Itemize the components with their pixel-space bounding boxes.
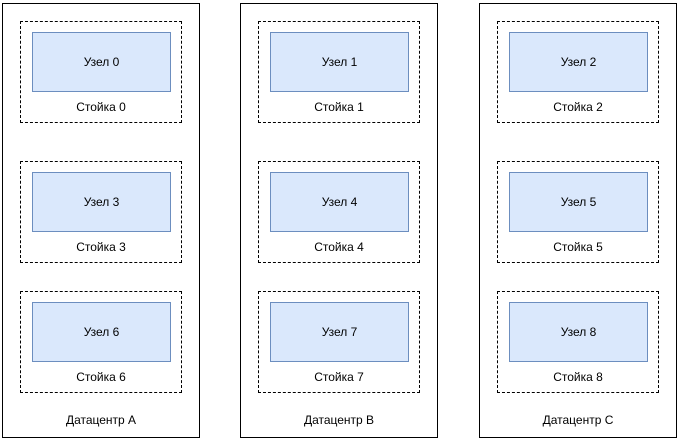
node-label: Узел 4 — [321, 194, 358, 209]
rack-container-3[interactable]: Узел 3 Стойка 3 — [20, 161, 182, 263]
node-label: Узел 8 — [560, 324, 597, 339]
rack-container-5[interactable]: Узел 5 Стойка 5 — [497, 161, 659, 263]
node-box-7[interactable]: Узел 7 — [270, 302, 409, 362]
node-label: Узел 2 — [560, 54, 597, 69]
node-label: Узел 7 — [321, 324, 358, 339]
datacenter-container-b[interactable]: Узел 1 Стойка 1 Узел 4 Стойка 4 Узел 7 С… — [240, 3, 438, 438]
rack-label: Стойка 3 — [76, 240, 126, 254]
rack-container-1[interactable]: Узел 1 Стойка 1 — [258, 21, 420, 123]
rack-container-4[interactable]: Узел 4 Стойка 4 — [258, 161, 420, 263]
node-label: Узел 0 — [83, 54, 120, 69]
rack-label: Стойка 8 — [553, 370, 603, 384]
node-label: Узел 3 — [83, 194, 120, 209]
rack-container-7[interactable]: Узел 7 Стойка 7 — [258, 291, 420, 393]
node-label: Узел 6 — [83, 324, 120, 339]
datacenter-label: Датацентр A — [65, 413, 137, 427]
node-box-3[interactable]: Узел 3 — [32, 172, 171, 232]
rack-label: Стойка 5 — [553, 240, 603, 254]
datacenter-container-c[interactable]: Узел 2 Стойка 2 Узел 5 Стойка 5 Узел 8 С… — [479, 3, 677, 438]
node-box-5[interactable]: Узел 5 — [509, 172, 648, 232]
node-box-6[interactable]: Узел 6 — [32, 302, 171, 362]
rack-container-8[interactable]: Узел 8 Стойка 8 — [497, 291, 659, 393]
node-box-1[interactable]: Узел 1 — [270, 32, 409, 92]
node-box-0[interactable]: Узел 0 — [32, 32, 171, 92]
node-box-4[interactable]: Узел 4 — [270, 172, 409, 232]
datacenter-label: Датацентр C — [542, 413, 614, 427]
rack-container-0[interactable]: Узел 0 Стойка 0 — [20, 21, 182, 123]
rack-label: Стойка 2 — [553, 100, 603, 114]
rack-container-2[interactable]: Узел 2 Стойка 2 — [497, 21, 659, 123]
datacenter-label: Датацентр B — [303, 413, 375, 427]
rack-container-6[interactable]: Узел 6 Стойка 6 — [20, 291, 182, 393]
rack-label: Стойка 0 — [76, 100, 126, 114]
node-label: Узел 5 — [560, 194, 597, 209]
rack-label: Стойка 1 — [314, 100, 364, 114]
rack-label: Стойка 4 — [314, 240, 364, 254]
node-label: Узел 1 — [321, 54, 358, 69]
node-box-8[interactable]: Узел 8 — [509, 302, 648, 362]
rack-label: Стойка 6 — [76, 370, 126, 384]
node-box-2[interactable]: Узел 2 — [509, 32, 648, 92]
datacenter-container-a[interactable]: Узел 0 Стойка 0 Узел 3 Стойка 3 Узел 6 С… — [2, 3, 200, 438]
rack-label: Стойка 7 — [314, 370, 364, 384]
